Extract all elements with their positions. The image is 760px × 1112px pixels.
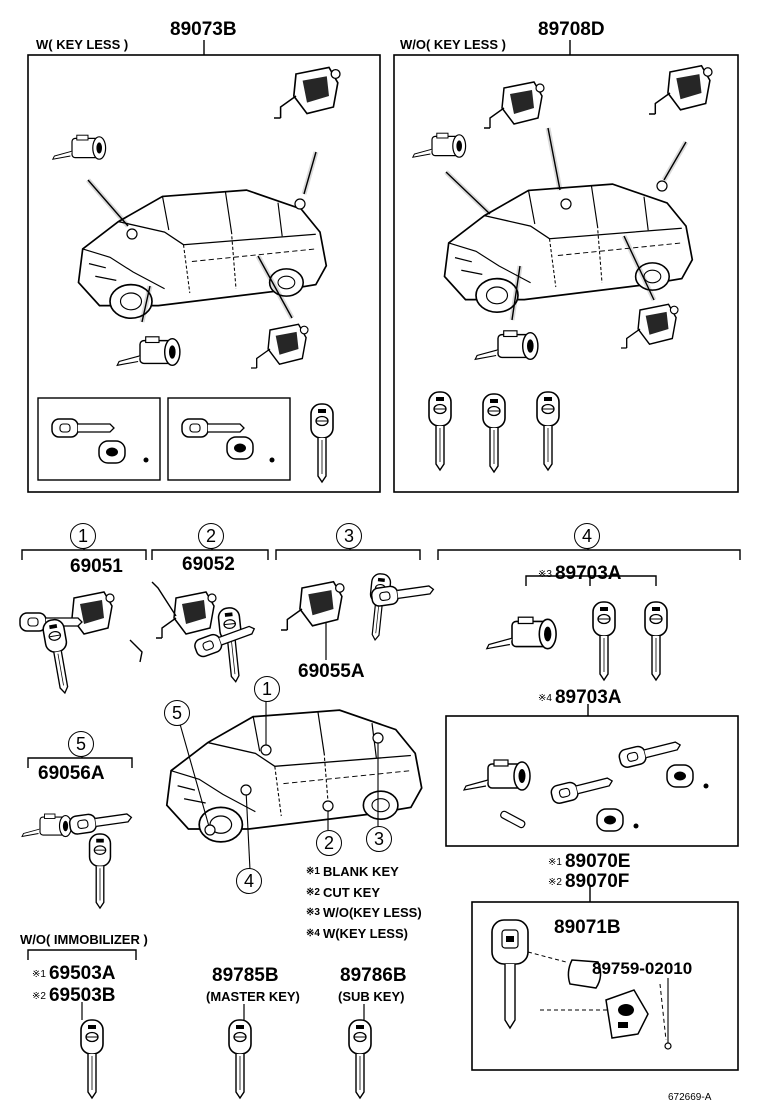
top-right-part-number: 89708D [538, 19, 605, 40]
sub-key-part-number: 89786B [340, 965, 407, 986]
sub-key-caption: (SUB KEY) [338, 989, 405, 1004]
group-1-parts [19, 591, 143, 696]
car-callout-2: 2 [316, 830, 342, 856]
car-callout-3: 3 [366, 826, 392, 852]
master-key-caption: (MASTER KEY) [206, 989, 300, 1004]
car-callout-4: 4 [236, 868, 262, 894]
transmitter-parts [471, 886, 739, 1071]
group-4-part-number-4: 89703A [554, 687, 622, 708]
transmitter-case-part-number: 89071B [554, 917, 621, 938]
group-2-part-number: 69052 [182, 554, 235, 575]
top-right-caption: W/O( KEY LESS ) [400, 37, 506, 52]
group-4-mark-3: ※3 [538, 569, 552, 580]
car-callout-1: 1 [254, 676, 280, 702]
group-4-part-number-3: 89703A [554, 563, 622, 584]
center-car [165, 700, 423, 871]
immobilizer-caption: W/O( IMMOBILIZER ) [20, 932, 148, 947]
group-5-part-number: 69056A [38, 763, 105, 784]
top-left-part-number: 89073B [170, 19, 237, 40]
group-2-callout: 2 [198, 523, 224, 549]
group-4-parts [445, 575, 739, 847]
group-1-callout: 1 [70, 523, 96, 549]
top-left-caption: W( KEY LESS ) [36, 37, 129, 52]
group-4-mark-4: ※4 [538, 693, 552, 704]
top-left-assembly [27, 40, 381, 493]
immobilizer-parts [27, 949, 137, 1099]
group-1-part-number: 69051 [70, 556, 123, 577]
group-2-parts [151, 581, 259, 684]
master-key-part-number: 89785B [212, 965, 279, 986]
car-callout-5: 5 [164, 700, 190, 726]
figure-id: 672669-A [668, 1092, 712, 1103]
master-sub-keys [228, 1004, 372, 1099]
top-right-assembly [393, 40, 739, 493]
battery-part-number: 89759-02010 [592, 959, 693, 978]
group-4-callout: 4 [574, 523, 600, 549]
group-5-callout: 5 [68, 731, 94, 757]
group-3-part-number: 69055A [298, 661, 365, 682]
group-5-parts [21, 807, 134, 909]
group-3-parts [280, 572, 436, 660]
group-3-callout: 3 [336, 523, 362, 549]
